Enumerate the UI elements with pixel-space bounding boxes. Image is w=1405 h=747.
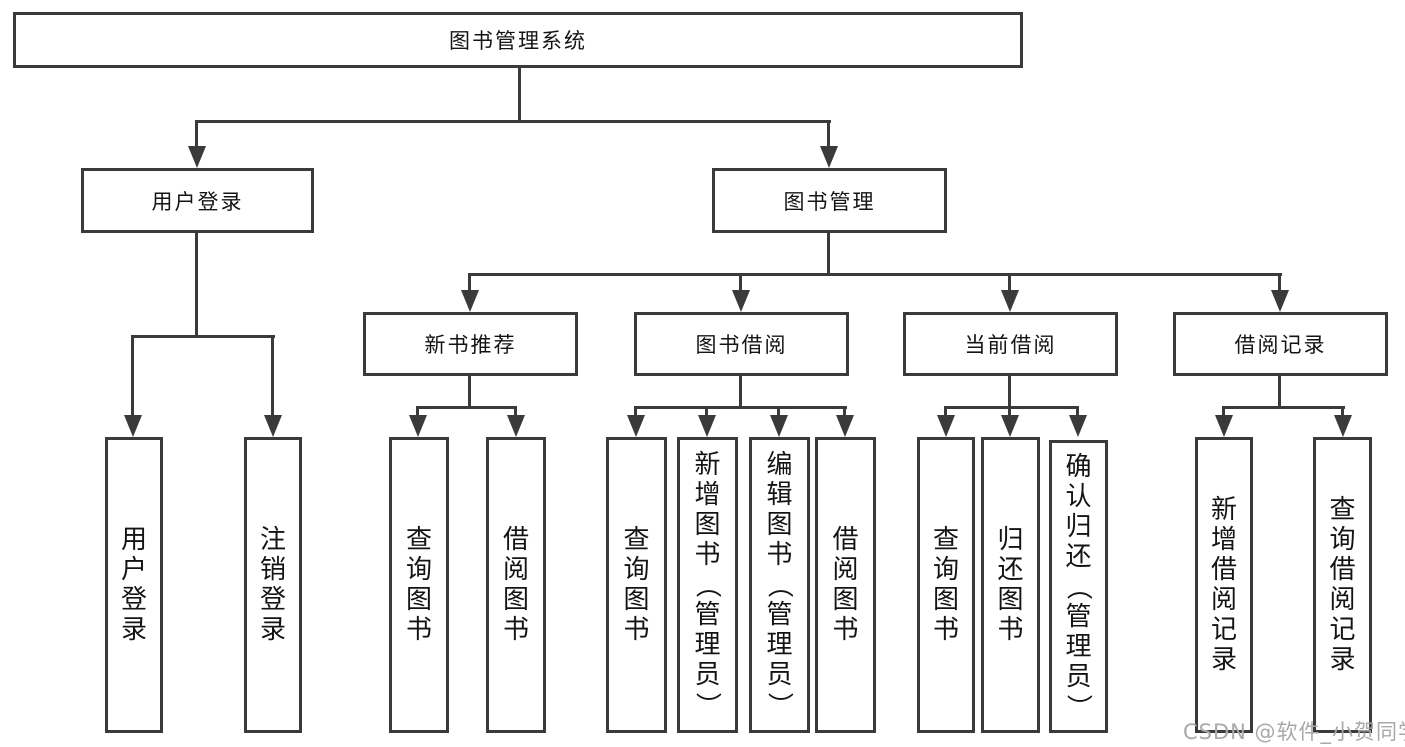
leaf-add-borrow-record-label: 新增借阅记录 xyxy=(1210,495,1237,675)
connector-borrow-records-rail xyxy=(1223,406,1345,409)
connector-drop xyxy=(843,406,846,418)
arrowhead xyxy=(937,415,955,437)
leaf-query-book-recommend: 查询图书 xyxy=(389,437,449,733)
connector-drop-current-borrow xyxy=(1008,273,1011,293)
leaf-add-borrow-record: 新增借阅记录 xyxy=(1195,437,1253,733)
arrowhead xyxy=(1215,415,1233,437)
leaf-add-book-admin-label: 新增图书（管理员） xyxy=(692,450,723,719)
connector-level2-rail xyxy=(195,120,831,123)
node-library-system-label: 图书管理系统 xyxy=(449,29,587,53)
node-user-login-label: 用户登录 xyxy=(151,189,244,214)
arrowhead xyxy=(627,415,645,437)
connector-drop xyxy=(514,406,517,418)
connector-drop xyxy=(416,406,419,418)
arrowhead-book-borrow xyxy=(732,290,750,312)
leaf-confirm-return-admin-label: 确认归还（管理员） xyxy=(1063,451,1094,720)
node-book-management: 图书管理 xyxy=(712,168,947,233)
connector-drop xyxy=(634,406,637,418)
connector-drop xyxy=(777,406,780,418)
node-library-system: 图书管理系统 xyxy=(13,12,1023,68)
connector-drop xyxy=(1076,406,1079,418)
connector-borrow-records-stub xyxy=(1278,376,1281,408)
leaf-add-book-admin: 新增图书（管理员） xyxy=(677,437,738,733)
arrowhead xyxy=(409,415,427,437)
leaf-query-book-recommend-label: 查询图书 xyxy=(405,525,432,645)
node-book-management-label: 图书管理 xyxy=(783,189,876,214)
leaf-query-borrow-record-label: 查询借阅记录 xyxy=(1329,495,1356,675)
connector-drop xyxy=(1222,406,1225,418)
connector-drop-book-mgmt xyxy=(827,120,830,148)
node-borrow-records: 借阅记录 xyxy=(1173,312,1388,376)
connector-drop-leaf-user-login xyxy=(131,335,134,417)
node-current-borrow-label: 当前借阅 xyxy=(964,333,1057,357)
connector-root-stub xyxy=(518,68,521,120)
arrowhead-leaf-logout xyxy=(264,415,282,437)
leaf-user-login: 用户登录 xyxy=(105,437,163,733)
node-new-book-recommend: 新书推荐 xyxy=(363,312,578,376)
leaf-edit-book-admin: 编辑图书（管理员） xyxy=(749,437,810,733)
connector-current-borrow-stub xyxy=(1008,376,1011,408)
arrowhead-leaf-user-login xyxy=(124,415,142,437)
node-book-borrow-label: 图书借阅 xyxy=(695,333,788,357)
arrowhead xyxy=(1334,415,1352,437)
connector-drop-book-borrow xyxy=(739,273,742,293)
leaf-return-book-label: 归还图书 xyxy=(997,525,1024,645)
arrowhead-user-login xyxy=(188,146,206,168)
connector-user-login-rail xyxy=(132,335,275,338)
connector-book-borrow-rail xyxy=(635,406,847,409)
arrowhead xyxy=(1069,415,1087,437)
arrowhead xyxy=(507,415,525,437)
connector-book-borrow-stub xyxy=(739,376,742,408)
arrowhead xyxy=(1001,415,1019,437)
connector-drop xyxy=(705,406,708,418)
arrowhead-current-borrow xyxy=(1001,290,1019,312)
leaf-query-book-current-label: 查询图书 xyxy=(932,525,959,645)
leaf-query-book-current: 查询图书 xyxy=(917,437,975,733)
leaf-return-book: 归还图书 xyxy=(981,437,1040,733)
node-book-borrow: 图书借阅 xyxy=(634,312,849,376)
connector-current-borrow-rail xyxy=(945,406,1079,409)
connector-drop-new-book xyxy=(468,273,471,293)
leaf-query-borrow-record: 查询借阅记录 xyxy=(1313,437,1372,733)
connector-drop-leaf-logout xyxy=(271,335,274,417)
arrowhead-borrow-records xyxy=(1271,290,1289,312)
leaf-borrow-book: 借阅图书 xyxy=(815,437,876,733)
leaf-borrow-book-label: 借阅图书 xyxy=(832,525,859,645)
leaf-confirm-return-admin: 确认归还（管理员） xyxy=(1049,440,1108,733)
connector-user-login-stub xyxy=(195,232,198,337)
leaf-user-login-label: 用户登录 xyxy=(120,525,147,645)
leaf-borrow-book-recommend: 借阅图书 xyxy=(486,437,546,733)
connector-level3-rail xyxy=(468,273,1282,276)
arrowhead-book-mgmt xyxy=(820,146,838,168)
leaf-logout: 注销登录 xyxy=(244,437,302,733)
connector-drop xyxy=(1008,406,1011,418)
arrowhead xyxy=(770,415,788,437)
connector-book-mgmt-stub xyxy=(827,232,830,275)
connector-drop-user-login xyxy=(195,120,198,148)
arrowhead xyxy=(836,415,854,437)
leaf-query-book-borrow-label: 查询图书 xyxy=(623,525,650,645)
node-borrow-records-label: 借阅记录 xyxy=(1234,333,1327,357)
csdn-watermark: CSDN @软件_小贺同学 xyxy=(1183,720,1405,744)
arrowhead-new-book xyxy=(461,290,479,312)
connector-drop-borrow-records xyxy=(1278,273,1281,293)
connector-new-book-rail xyxy=(417,406,517,409)
leaf-borrow-book-recommend-label: 借阅图书 xyxy=(502,525,529,645)
connector-drop xyxy=(944,406,947,418)
connector-new-book-stub xyxy=(468,376,471,408)
connector-drop xyxy=(1341,406,1344,418)
arrowhead xyxy=(698,415,716,437)
leaf-query-book-borrow: 查询图书 xyxy=(606,437,667,733)
node-new-book-recommend-label: 新书推荐 xyxy=(424,333,517,357)
node-current-borrow: 当前借阅 xyxy=(903,312,1118,376)
node-user-login: 用户登录 xyxy=(81,168,314,233)
leaf-logout-label: 注销登录 xyxy=(259,525,286,645)
leaf-edit-book-admin-label: 编辑图书（管理员） xyxy=(764,450,795,719)
